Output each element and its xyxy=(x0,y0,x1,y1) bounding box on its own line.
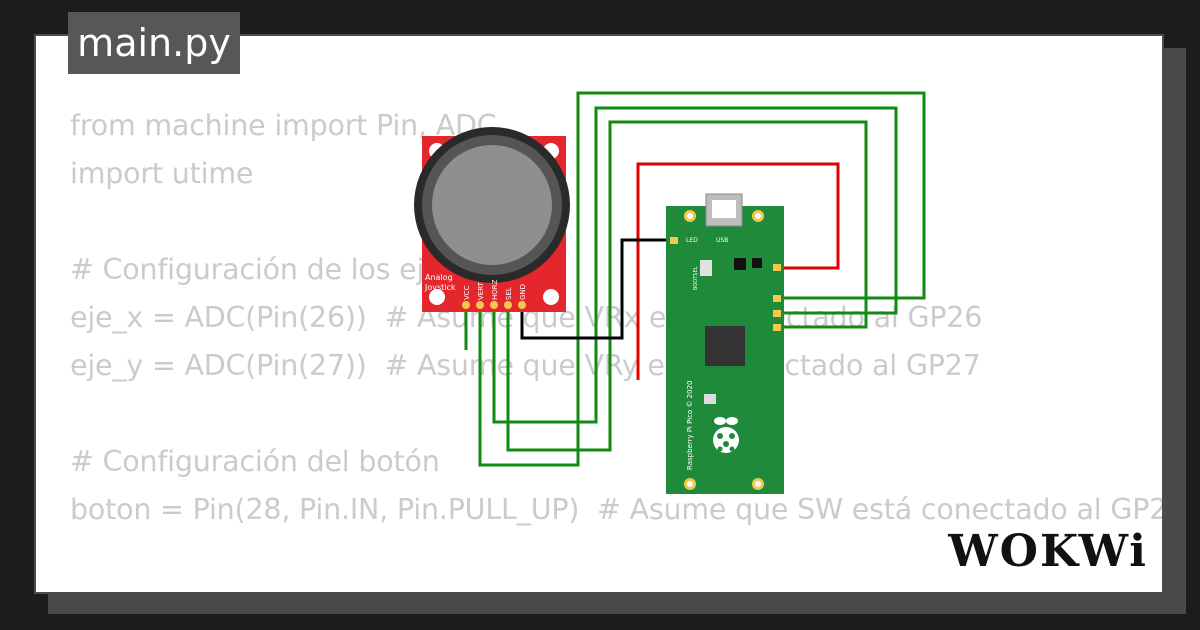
gpio-pad xyxy=(773,264,781,271)
rp2040-chip-icon xyxy=(705,326,745,366)
wire-green-sw xyxy=(508,120,868,452)
bootsel-button-icon xyxy=(700,260,712,276)
pin-pad xyxy=(476,301,484,309)
wire-green-vert xyxy=(478,91,926,467)
file-tab[interactable]: main.py xyxy=(68,12,240,74)
wire-green-horz xyxy=(492,106,898,424)
led-label: LED xyxy=(686,237,698,244)
joystick-knob-icon xyxy=(432,145,552,265)
joystick-title: Joystick xyxy=(424,283,456,292)
gpio-pad xyxy=(670,237,678,244)
smd-part xyxy=(704,394,716,404)
pin-label: HORZ xyxy=(491,279,499,300)
pin-label: VCC xyxy=(463,285,471,300)
wire-green-sel xyxy=(506,305,510,452)
raspberry-logo-icon xyxy=(713,417,739,453)
usb-port xyxy=(712,200,736,218)
mount-hole xyxy=(429,289,445,305)
pin-label: GND xyxy=(519,284,527,300)
wire-red xyxy=(636,162,840,380)
code-line: while True: xyxy=(70,582,1162,592)
pin-pad xyxy=(504,301,512,309)
chip-small xyxy=(752,258,762,268)
code-line: import utime xyxy=(70,157,254,190)
pico-board[interactable]: LED USB BOOTSEL Raspberry Pi Pico © 2020 xyxy=(666,193,784,494)
pin-label: SEL xyxy=(505,287,513,300)
wokwi-logo: WOKWi xyxy=(948,526,1148,577)
wire-black xyxy=(520,238,672,340)
gpio-pad xyxy=(773,324,781,331)
code-line: eje_y = ADC(Pin(27)) # Asume que VRy est… xyxy=(70,349,981,382)
code-line: from machine import Pin, ADC xyxy=(70,109,497,142)
pin-label: VERT xyxy=(477,281,485,300)
gpio-pad xyxy=(773,295,781,302)
pin-pad xyxy=(518,301,526,309)
code-line: # Configuración del botón xyxy=(70,445,440,478)
pin-pad xyxy=(462,301,470,309)
usb-label: USB xyxy=(716,237,728,244)
joystick-title: Analog xyxy=(425,273,453,282)
chip-small xyxy=(734,258,746,270)
pin-pad xyxy=(490,301,498,309)
mount-hole xyxy=(543,289,559,305)
pico-model-label: Raspberry Pi Pico © 2020 xyxy=(686,381,694,471)
code-background: from machine import Pin, ADC import utime… xyxy=(70,102,1164,592)
bootsel-label: BOOTSEL xyxy=(693,266,699,290)
code-line: boton = Pin(28, Pin.IN, Pin.PULL_UP) # A… xyxy=(70,493,1164,526)
gpio-pad xyxy=(773,310,781,317)
diagram-card: from machine import Pin, ADC import utime… xyxy=(34,34,1164,594)
joystick-module[interactable]: Analog Joystick VCC VERT HORZ SEL GND xyxy=(414,127,570,312)
